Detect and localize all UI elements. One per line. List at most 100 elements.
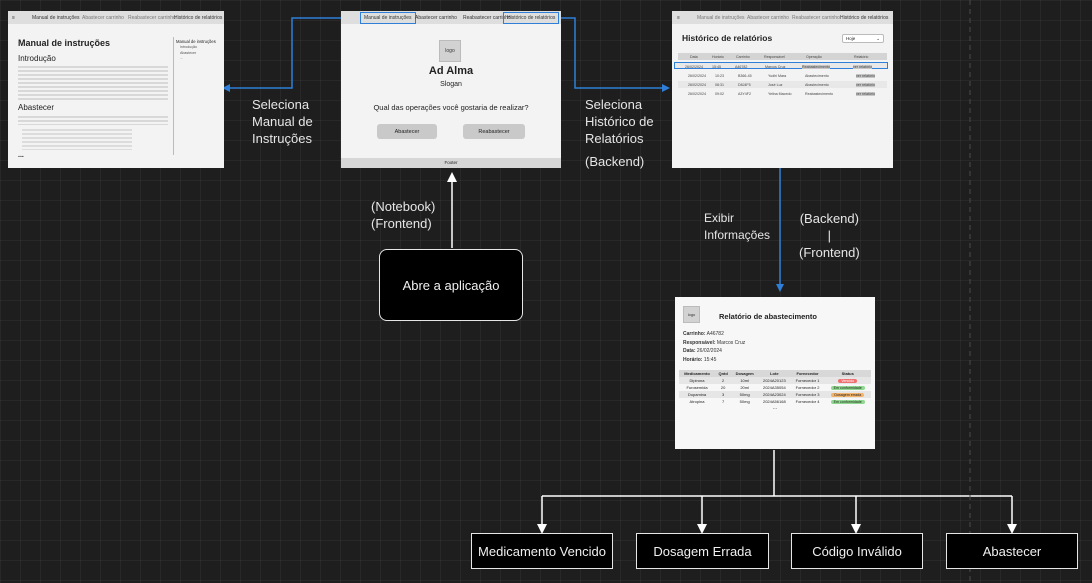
history-cell: José Luz xyxy=(768,82,783,87)
report-col: Fornecedor xyxy=(790,370,825,377)
history-view-report[interactable]: ver relatório xyxy=(856,73,875,78)
home-frame: Manual de instruções Abastecer carrinho … xyxy=(341,11,561,168)
home-logo: logo xyxy=(439,40,461,62)
nav-reabastecer[interactable]: Reabastecer carrinho xyxy=(792,15,840,21)
history-cell: A3Y4F2 xyxy=(738,91,751,96)
home-footer: Footer xyxy=(341,158,561,168)
history-cell: Marcos Cruz xyxy=(765,64,786,69)
label-notebook: (Notebook) (Frontend) xyxy=(371,199,436,231)
history-cell: 26/02/2024 xyxy=(688,91,706,96)
status-badge: Em conformidade xyxy=(830,386,865,390)
label-backend-frontend: (Backend) | (Frontend) xyxy=(799,211,860,260)
history-view-report[interactable]: ver relatório xyxy=(856,82,875,87)
history-row-4[interactable]: 26/02/2024 09:02 A3Y4F2 Yelina Macedo Re… xyxy=(678,90,887,97)
history-filter-value: Hoje xyxy=(846,36,856,41)
report-more: ... xyxy=(772,405,778,411)
home-slogan: Slogan xyxy=(440,81,462,88)
history-col-hora: Horário xyxy=(712,54,724,59)
menu-icon[interactable]: ≡ xyxy=(677,15,680,21)
history-col-data: Data xyxy=(690,54,698,59)
nav-historico[interactable]: Histórico de relatórios xyxy=(174,15,223,21)
history-filter[interactable]: Hoje ⌄ xyxy=(842,34,884,43)
status-badge: Dosagem errada xyxy=(831,393,865,397)
chevron-down-icon: ⌄ xyxy=(876,36,880,41)
report-table-wrap: Medicamento Qntd Dosagem Lote Fornecedor… xyxy=(679,370,871,411)
home-topnav: Manual de instruções Abastecer carrinho … xyxy=(341,11,561,24)
history-cell: Abastecimento xyxy=(805,82,829,87)
report-info: Carrinho: A46782 Responsável: Marcos Cru… xyxy=(683,331,746,363)
nav-reabastecer[interactable]: Reabastecer carrinho xyxy=(128,15,176,21)
table-row: Dopamina 3 50mg 2024A23024 Fornecedor 3 … xyxy=(679,391,871,398)
history-col-resp: Responsável xyxy=(764,54,785,59)
manual-topnav: ≡ Manual de instruções Abastecer carrinh… xyxy=(8,11,224,24)
history-cell: 10:23 xyxy=(715,73,724,78)
manual-side-item-intro[interactable]: Introdução xyxy=(180,45,197,49)
nav-abastecer[interactable]: Abastecer carrinho xyxy=(747,15,789,21)
outcome-abastecer: Abastecer xyxy=(946,533,1078,569)
outcome-medicamento-vencido: Medicamento Vencido xyxy=(471,533,613,569)
footer-text: Footer xyxy=(444,160,458,165)
reabastecer-button[interactable]: Reabastecer xyxy=(463,124,525,139)
manual-sidebar-divider xyxy=(173,37,174,155)
report-col: Qntd xyxy=(715,370,732,377)
history-view-report[interactable]: ver relatório xyxy=(853,64,872,69)
history-cell: Yudhi Mara xyxy=(768,73,787,78)
history-cell: D8J4F5 xyxy=(738,82,751,87)
label-history: Seleciona Histórico de Relatórios (Backe… xyxy=(585,97,654,169)
history-row-2[interactable]: 26/02/2024 10:23 B366-45 Yudhi Mara Abas… xyxy=(678,72,887,79)
history-col-carrinho: Carrinho xyxy=(736,54,750,59)
manual-side-title: Manual de instruções xyxy=(176,39,216,44)
report-carrinho: A46782 xyxy=(706,331,724,337)
history-cell: 26/02/2024 xyxy=(688,82,706,87)
nav-manual[interactable]: Manual de instruções xyxy=(360,12,416,24)
report-col: Dosagem xyxy=(731,370,759,377)
nav-manual[interactable]: Manual de instruções xyxy=(32,15,80,21)
nav-historico[interactable]: Histórico de relatórios xyxy=(503,12,560,24)
history-row-1[interactable]: 26/02/2024 15:45 A46782 Marcos Cruz Reab… xyxy=(674,62,888,69)
home-question: Qual das operações você gostaria de real… xyxy=(373,103,529,112)
history-frame: ≡ Manual de instruções Abastecer carrinh… xyxy=(672,11,893,168)
report-table: Medicamento Qntd Dosagem Lote Fornecedor… xyxy=(679,370,871,405)
history-cell: 26/02/2024 xyxy=(685,64,703,69)
history-cell: 09:02 xyxy=(715,91,724,96)
abastecer-button[interactable]: Abastecer xyxy=(377,124,437,139)
report-title: Relatório de abastecimento xyxy=(719,312,817,321)
home-app-name: Ad Alma xyxy=(428,65,474,77)
report-col: Status xyxy=(824,370,871,377)
nav-abastecer[interactable]: Abastecer carrinho xyxy=(82,15,124,21)
manual-frame: ≡ Manual de instruções Abastecer carrinh… xyxy=(8,11,224,168)
manual-section-heading: Abastecer xyxy=(18,103,55,112)
history-header-row: Data Horário Carrinho Responsável Operaç… xyxy=(678,53,887,60)
history-cell: 15:45 xyxy=(712,64,721,69)
history-cell: 26/02/2024 xyxy=(688,73,706,78)
history-title: Histórico de relatórios xyxy=(682,33,773,43)
history-col-rel: Relatório xyxy=(854,54,869,59)
start-box-label: Abre a aplicação xyxy=(402,277,500,293)
menu-icon[interactable]: ≡ xyxy=(12,15,15,21)
manual-list xyxy=(22,128,132,150)
history-cell: A46782 xyxy=(735,64,748,69)
report-frame: logo Relatório de abastecimento Carrinho… xyxy=(675,297,875,449)
history-view-report[interactable]: ver relatório xyxy=(856,91,875,96)
nav-manual[interactable]: Manual de instruções xyxy=(697,15,745,21)
manual-section-text xyxy=(18,115,168,125)
outcome-dosagem-errada: Dosagem Errada xyxy=(636,533,769,569)
manual-side-item-more: ... xyxy=(180,56,183,60)
report-col: Medicamento xyxy=(679,370,716,377)
table-row: Dipirona 2 10ml 2024A20123 Fornecedor 1 … xyxy=(679,377,871,384)
label-exibir: Exibir Informações xyxy=(704,211,771,242)
nav-abastecer[interactable]: Abastecer carrinho xyxy=(415,15,457,21)
history-col-op: Operação xyxy=(806,54,822,59)
history-cell: Abastecimento xyxy=(805,73,829,78)
history-row-3[interactable]: 26/02/2024 08:31 D8J4F5 José Luz Abastec… xyxy=(678,81,887,88)
label-manual: Seleciona Manual de Instruções xyxy=(252,97,313,146)
report-hora: 15:45 xyxy=(703,356,717,363)
nav-reabastecer[interactable]: Reabastecer carrinho xyxy=(463,15,511,21)
nav-historico[interactable]: Histórico de relatórios xyxy=(840,15,889,21)
history-cell: Reabastecimento xyxy=(802,64,830,69)
history-cell: Reabastecimento xyxy=(805,91,833,96)
history-cell: 08:31 xyxy=(715,82,724,87)
report-logo: logo xyxy=(683,306,700,323)
manual-side-item-abastecer[interactable]: Abastecer xyxy=(180,51,197,55)
history-topnav: ≡ Manual de instruções Abastecer carrinh… xyxy=(672,11,893,24)
